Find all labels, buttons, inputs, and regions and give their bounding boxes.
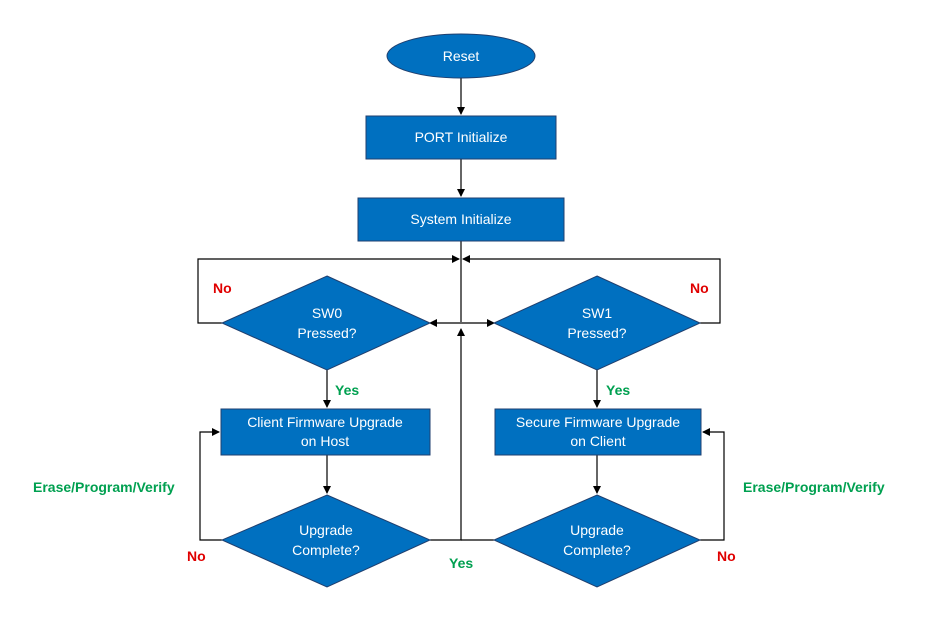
right-complete-line2: Complete? xyxy=(563,542,631,558)
secure-upgrade-box xyxy=(494,408,702,456)
sw0-diamond xyxy=(220,275,432,371)
port-init-box xyxy=(365,115,557,160)
secure-upgrade-node: Secure Firmware Upgrade on Client xyxy=(494,408,702,456)
sw1-decision: SW1 Pressed? xyxy=(492,275,702,371)
sw1-no-label: No xyxy=(690,280,709,296)
client-upgrade-box xyxy=(220,408,431,456)
loop-sw0-no xyxy=(197,255,460,324)
client-upgrade-line2: on Host xyxy=(301,433,349,449)
connectors xyxy=(197,78,725,541)
client-upgrade-node: Client Firmware Upgrade on Host xyxy=(220,408,431,456)
port-init-label: PORT Initialize xyxy=(415,129,508,145)
sw0-no-label: No xyxy=(213,280,232,296)
sw0-label-line2: Pressed? xyxy=(297,325,356,341)
loop-right-no xyxy=(700,428,725,541)
reset-label: Reset xyxy=(443,48,480,64)
loop-left-no xyxy=(199,428,222,541)
left-loop-label: Erase/Program/Verify xyxy=(33,479,175,495)
secure-upgrade-line1: Secure Firmware Upgrade xyxy=(516,414,680,430)
sw1-label-line1: SW1 xyxy=(582,305,613,321)
right-complete-no-label: No xyxy=(717,548,736,564)
right-complete-diamond xyxy=(492,494,702,588)
complete-yes-label: Yes xyxy=(449,555,473,571)
left-complete-diamond xyxy=(220,494,432,588)
right-complete-line1: Upgrade xyxy=(570,522,624,538)
sw0-decision: SW0 Pressed? xyxy=(220,275,432,371)
left-complete-line2: Complete? xyxy=(292,542,360,558)
secure-upgrade-line2: on Client xyxy=(570,433,625,449)
sw1-diamond xyxy=(492,275,702,371)
system-init-box xyxy=(357,197,565,242)
reset-ellipse xyxy=(386,33,536,79)
left-complete-decision: Upgrade Complete? xyxy=(220,494,432,588)
left-complete-line1: Upgrade xyxy=(299,522,353,538)
right-loop-label: Erase/Program/Verify xyxy=(743,479,885,495)
system-init-node: System Initialize xyxy=(357,197,565,242)
left-complete-no-label: No xyxy=(187,548,206,564)
sw0-yes-label: Yes xyxy=(335,382,359,398)
sw1-label-line2: Pressed? xyxy=(567,325,626,341)
sw0-label-line1: SW0 xyxy=(312,305,343,321)
system-init-label: System Initialize xyxy=(410,211,511,227)
arrow-left-complete-yes xyxy=(430,328,465,541)
reset-node: Reset xyxy=(386,33,536,79)
sw1-yes-label: Yes xyxy=(606,382,630,398)
right-complete-decision: Upgrade Complete? xyxy=(492,494,702,588)
port-init-node: PORT Initialize xyxy=(365,115,557,160)
loop-sw1-no xyxy=(462,255,721,324)
client-upgrade-line1: Client Firmware Upgrade xyxy=(247,414,403,430)
